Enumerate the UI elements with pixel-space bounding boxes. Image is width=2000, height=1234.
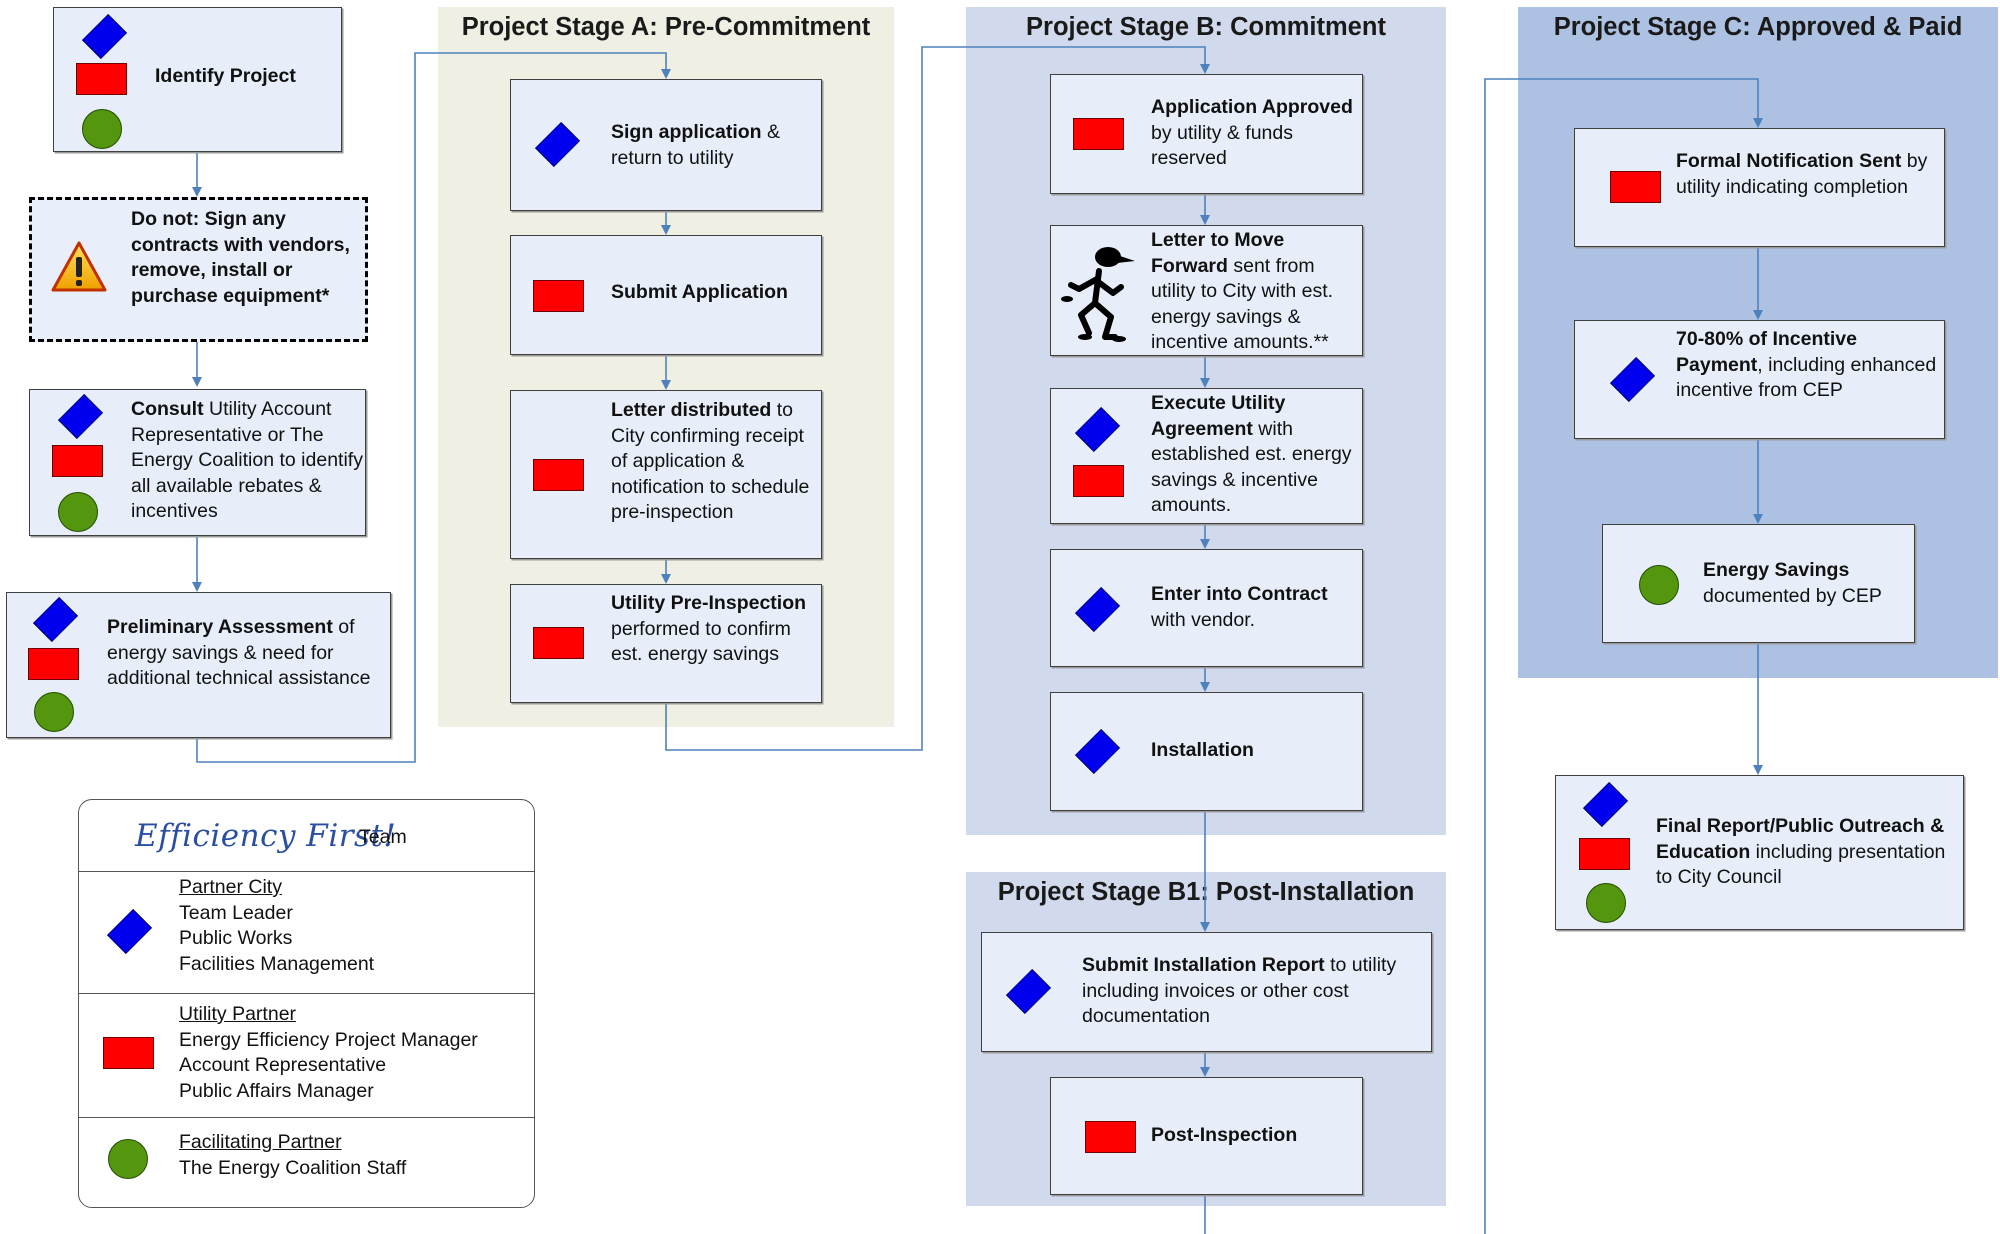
utility-rectangle-icon [28, 648, 79, 680]
stage-c-title: Project Stage C: Approved & Paid [1553, 13, 1963, 41]
utility-rectangle-icon [1073, 465, 1124, 497]
legend-divider [79, 871, 534, 872]
legend-partner-city-heading: Partner City [179, 876, 282, 898]
formal-notification-box: Formal Notification Sent by utility indi… [1574, 128, 1945, 247]
utility-rectangle-icon [52, 445, 103, 477]
incentive-payment-box: 70-80% of Incentive Payment, including e… [1574, 320, 1945, 439]
installation-text: Installation [1151, 739, 1254, 761]
submit-application-text: Submit Application [611, 281, 788, 303]
utility-rectangle-icon [533, 459, 584, 491]
utility-preinspection-text: Utility Pre-Inspection performed to conf… [611, 592, 807, 665]
execute-agreement-text: Execute Utility Agreement with establish… [1151, 392, 1352, 516]
legend-panel: Efficiency First! Team Partner City Team… [78, 799, 535, 1208]
final-report-text: Final Report/Public Outreach & Education… [1656, 815, 1946, 888]
utility-rectangle-icon [76, 63, 127, 95]
legend-utility-partner-heading: Utility Partner [179, 1003, 297, 1025]
stage-b1-title: Project Stage B1: Post-Installation [997, 878, 1415, 906]
sign-application-box: Sign application & return to utility [510, 79, 822, 211]
legend-utility-partner-line: Energy Efficiency Project Manager [179, 1028, 478, 1051]
enter-contract-text: Enter into Contract with vendor. [1151, 583, 1328, 631]
city-diamond-icon [103, 908, 155, 955]
installation-box: Installation [1050, 692, 1363, 811]
utility-rectangle-icon [533, 280, 584, 312]
legend-team-label: Team [359, 826, 407, 848]
utility-rectangle-icon [1073, 118, 1124, 150]
enter-contract-box: Enter into Contract with vendor. [1050, 549, 1363, 667]
legend-divider [79, 1117, 534, 1118]
installation-report-text: Submit Installation Report to utility in… [1082, 954, 1397, 1027]
stage-a-title: Project Stage A: Pre-Commitment [461, 13, 871, 41]
letter-distributed-text: Letter distributed to City confirming re… [611, 399, 810, 523]
city-diamond-icon [54, 393, 106, 440]
city-diamond-icon [531, 121, 583, 168]
submit-application-box: Submit Application [510, 235, 822, 355]
incentive-payment-text: 70-80% of Incentive Payment, including e… [1676, 328, 1937, 401]
post-inspection-box: Post-Inspection [1050, 1077, 1363, 1195]
stage-b-title: Project Stage B: Commitment [1026, 13, 1386, 41]
final-report-box: Final Report/Public Outreach & Education… [1555, 775, 1964, 930]
formal-notification-text: Formal Notification Sent by utility indi… [1676, 150, 1928, 198]
application-approved-box: Application Approved by utility & funds … [1050, 74, 1363, 194]
warning-box: Do not: Sign any contracts with vendors,… [29, 197, 368, 342]
consult-box: Consult Utility Account Representative o… [29, 389, 366, 536]
facilitator-circle-icon [108, 1139, 148, 1179]
letter-to-move-forward-text: Letter to Move Forward sent from utility… [1151, 229, 1334, 353]
identify-project-box: Identify Project [53, 7, 342, 152]
legend-divider [79, 993, 534, 994]
city-diamond-icon [78, 13, 130, 60]
legend-partner-city-line: Public Works [179, 927, 293, 949]
identify-project-label: Identify Project [155, 65, 296, 87]
city-diamond-icon [1071, 728, 1123, 775]
utility-rectangle-icon [1579, 838, 1630, 870]
facilitator-circle-icon [58, 492, 98, 532]
city-diamond-icon [1071, 406, 1123, 453]
city-diamond-icon [1579, 781, 1631, 828]
warning-text: Do not: Sign any contracts with vendors,… [131, 208, 350, 307]
legend-facilitating-partner-line: The Energy Coalition Staff [179, 1156, 407, 1179]
running-figure-icon [1061, 247, 1135, 342]
preliminary-assessment-text: Preliminary Assessment of energy savings… [107, 616, 371, 689]
city-diamond-icon [1606, 356, 1658, 403]
legend-partner-city: Partner City Team Leader Public Works Fa… [179, 875, 529, 977]
execute-agreement-box: Execute Utility Agreement with establish… [1050, 388, 1363, 524]
facilitator-circle-icon [34, 692, 74, 732]
energy-savings-text: Energy Savings documented by CEP [1703, 559, 1882, 607]
legend-utility-partner: Utility Partner Energy Efficiency Projec… [179, 1002, 529, 1104]
efficiency-first-logo: Efficiency First! [135, 818, 397, 854]
legend-utility-partner-line: Public Affairs Manager [179, 1079, 374, 1102]
preliminary-assessment-box: Preliminary Assessment of energy savings… [6, 592, 391, 738]
warning-icon [51, 241, 107, 292]
city-diamond-icon [1002, 968, 1054, 1015]
legend-partner-city-line: Team Leader [179, 901, 293, 924]
legend-facilitating-partner-heading: Facilitating Partner [179, 1131, 342, 1153]
consult-text: Consult Utility Account Representative o… [131, 398, 363, 522]
utility-rectangle-icon [1085, 1121, 1136, 1153]
sign-application-text: Sign application & return to utility [611, 121, 781, 169]
post-inspection-text: Post-Inspection [1151, 1124, 1298, 1146]
legend-utility-partner-line: Account Representative [179, 1054, 387, 1076]
installation-report-box: Submit Installation Report to utility in… [981, 932, 1432, 1052]
facilitator-circle-icon [1586, 883, 1626, 923]
legend-partner-city-line: Facilities Management [179, 952, 375, 975]
facilitator-circle-icon [82, 109, 122, 149]
city-diamond-icon [1071, 586, 1123, 633]
utility-rectangle-icon [1610, 171, 1661, 203]
utility-preinspection-box: Utility Pre-Inspection performed to conf… [510, 584, 822, 703]
city-diamond-icon [29, 596, 81, 643]
energy-savings-box: Energy Savings documented by CEP [1602, 524, 1915, 643]
letter-distributed-box: Letter distributed to City confirming re… [510, 390, 822, 559]
application-approved-text: Application Approved by utility & funds … [1151, 96, 1353, 169]
letter-to-move-forward-box: Letter to Move Forward sent from utility… [1050, 225, 1363, 356]
utility-rectangle-icon [103, 1037, 154, 1069]
utility-rectangle-icon [533, 627, 584, 659]
facilitator-circle-icon [1639, 565, 1679, 605]
legend-facilitating-partner: Facilitating Partner The Energy Coalitio… [179, 1130, 529, 1181]
